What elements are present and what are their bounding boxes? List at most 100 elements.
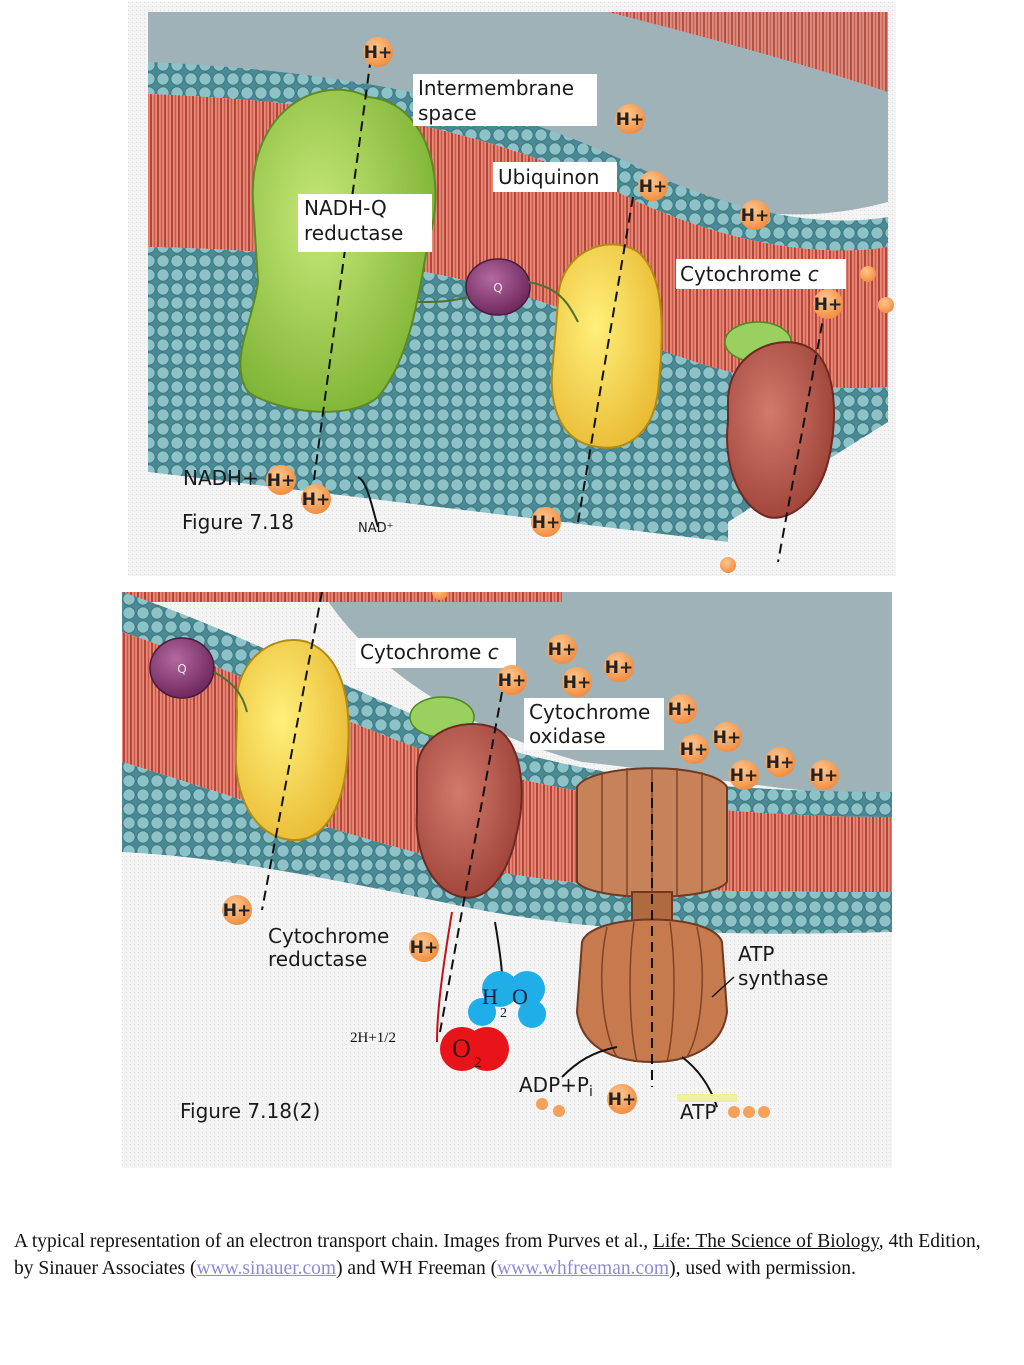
svg-text:H+: H+ xyxy=(605,658,633,678)
nadhq-label-1: NADH-Q xyxy=(304,196,387,220)
proton-path-4 xyxy=(261,592,323,911)
ubiquinon-label-box xyxy=(493,162,617,192)
cytc-label: Cytochrome c xyxy=(680,262,819,286)
ubiquinone-2 xyxy=(149,637,215,699)
svg-text:O: O xyxy=(452,1034,471,1063)
atpsyn-label-2: synthase xyxy=(738,966,828,990)
matrix xyxy=(128,472,728,576)
cytox-label-2: oxidase xyxy=(529,724,606,748)
proton-path-3 xyxy=(777,291,829,563)
etc-diagram-1: Q Intermembrane space NADH-Q reductase U… xyxy=(128,2,896,576)
proton-1: H+ xyxy=(363,37,393,67)
whfreeman-link[interactable]: www.whfreeman.com xyxy=(497,1258,670,1279)
svg-text:H+: H+ xyxy=(302,490,330,510)
cytox-label-box xyxy=(524,698,664,750)
proton-10: H+ xyxy=(531,507,561,537)
cytochrome-oxidase-complex-2 xyxy=(415,723,523,899)
svg-text:H+: H+ xyxy=(668,700,696,720)
svg-text:H+: H+ xyxy=(548,640,576,660)
sinauer-link[interactable]: www.sinauer.com xyxy=(196,1258,337,1279)
cytc-label-box xyxy=(676,259,846,289)
atp-dot-1 xyxy=(728,1106,740,1118)
svg-text:H+: H+ xyxy=(741,206,769,226)
intermembrane-label-2: space xyxy=(418,101,477,125)
proton-3: H+ xyxy=(638,171,668,201)
nad-label: NAD⁺ xyxy=(358,521,394,536)
cytc-label-box-2 xyxy=(356,638,516,668)
cytred-label-2: reductase xyxy=(268,947,367,971)
cytox-label-1: Cytochrome xyxy=(529,700,650,724)
proton-19: H+ xyxy=(765,747,795,777)
cytochrome-reductase-complex-2 xyxy=(234,639,350,842)
atp-highlight xyxy=(677,1094,737,1102)
svg-text:H+: H+ xyxy=(616,110,644,130)
svg-text:2: 2 xyxy=(474,1055,482,1071)
svg-text:H+: H+ xyxy=(563,673,591,693)
proton-16: H+ xyxy=(667,694,697,724)
svg-text:H+: H+ xyxy=(814,295,842,315)
svg-text:H+: H+ xyxy=(267,471,295,491)
intermembrane-label-box xyxy=(413,74,597,126)
proton-11 xyxy=(720,557,736,573)
svg-text:H+: H+ xyxy=(410,938,438,958)
electron-arrow-3 xyxy=(213,671,248,713)
two-h-label: 2H+1/2 xyxy=(350,1030,396,1046)
proton-8: H+ xyxy=(266,465,296,495)
svg-text:H+: H+ xyxy=(680,740,708,760)
proton-5 xyxy=(860,266,876,282)
book-title-link[interactable]: Life: The Science of Biology xyxy=(652,1231,879,1252)
caption-text-4: ), used with permission. xyxy=(669,1258,856,1279)
nadh-label: NADH+ xyxy=(183,466,259,490)
svg-text:H+: H+ xyxy=(223,901,251,921)
water-molecule: H 2 O xyxy=(468,971,546,1028)
cytc-label-2: Cytochrome c xyxy=(360,640,499,664)
upper-membrane xyxy=(608,12,888,92)
figure-caption-1: Figure 7.18 xyxy=(182,510,294,534)
cytred-label-1: Cytochrome xyxy=(268,924,389,948)
proton-20: H+ xyxy=(729,760,759,790)
oxygen-arrow xyxy=(436,911,453,1043)
svg-text:H+: H+ xyxy=(364,43,392,63)
proton-path-2 xyxy=(577,196,634,523)
figure-caption: A typical representation of an electron … xyxy=(14,1228,1004,1282)
proton-path-5 xyxy=(439,691,503,1033)
ubiquinone-label: Q xyxy=(493,281,502,295)
ubiquinone xyxy=(465,258,531,316)
caption-text-2: , 4th Edition, by Sinauer Associates ( xyxy=(14,1231,981,1279)
cytochrome-oxidase-complex xyxy=(726,341,835,519)
electron-arrow-2 xyxy=(527,281,579,323)
svg-text:H+: H+ xyxy=(713,728,741,748)
proton-13: H+ xyxy=(497,665,527,695)
proton-2: H+ xyxy=(615,104,645,134)
proton-22: H+ xyxy=(222,895,252,925)
svg-text:H+: H+ xyxy=(810,766,838,786)
phosphate-dot-2 xyxy=(553,1105,565,1117)
atp-dot-2 xyxy=(743,1106,755,1118)
proton-21: H+ xyxy=(809,760,839,790)
atp-arrow xyxy=(681,1056,718,1108)
electron-arrow-1 xyxy=(417,296,469,303)
proton-4: H+ xyxy=(740,200,770,230)
proton-14: H+ xyxy=(562,667,592,697)
adp-label: ADP+Pi xyxy=(519,1073,593,1100)
caption-text-1: A typical representation of an electron … xyxy=(14,1231,653,1252)
oxygen-molecule: O 2 xyxy=(440,1027,509,1071)
svg-text:H: H xyxy=(482,984,498,1009)
svg-text:H+: H+ xyxy=(532,513,560,533)
figure-7-18-2: Q H 2 O O 2 2H+1/2 xyxy=(122,592,892,1168)
nad-arrow xyxy=(357,476,379,528)
proton-7 xyxy=(878,297,894,313)
svg-text:H+: H+ xyxy=(730,766,758,786)
proton-12: H+ xyxy=(547,634,577,664)
etc-diagram-2: Q H 2 O O 2 2H+1/2 xyxy=(122,592,892,1168)
atpsyn-label-1: ATP xyxy=(738,942,774,966)
svg-text:H+: H+ xyxy=(498,671,526,691)
atpsyn-pointer xyxy=(711,976,735,998)
svg-text:H+: H+ xyxy=(608,1090,636,1110)
svg-text:2: 2 xyxy=(500,1006,507,1021)
proton-25 xyxy=(432,592,448,600)
phosphate-dot-1 xyxy=(536,1098,548,1110)
proton-6: H+ xyxy=(813,289,843,319)
proton-9: H+ xyxy=(301,484,331,514)
svg-text:O: O xyxy=(512,984,528,1009)
